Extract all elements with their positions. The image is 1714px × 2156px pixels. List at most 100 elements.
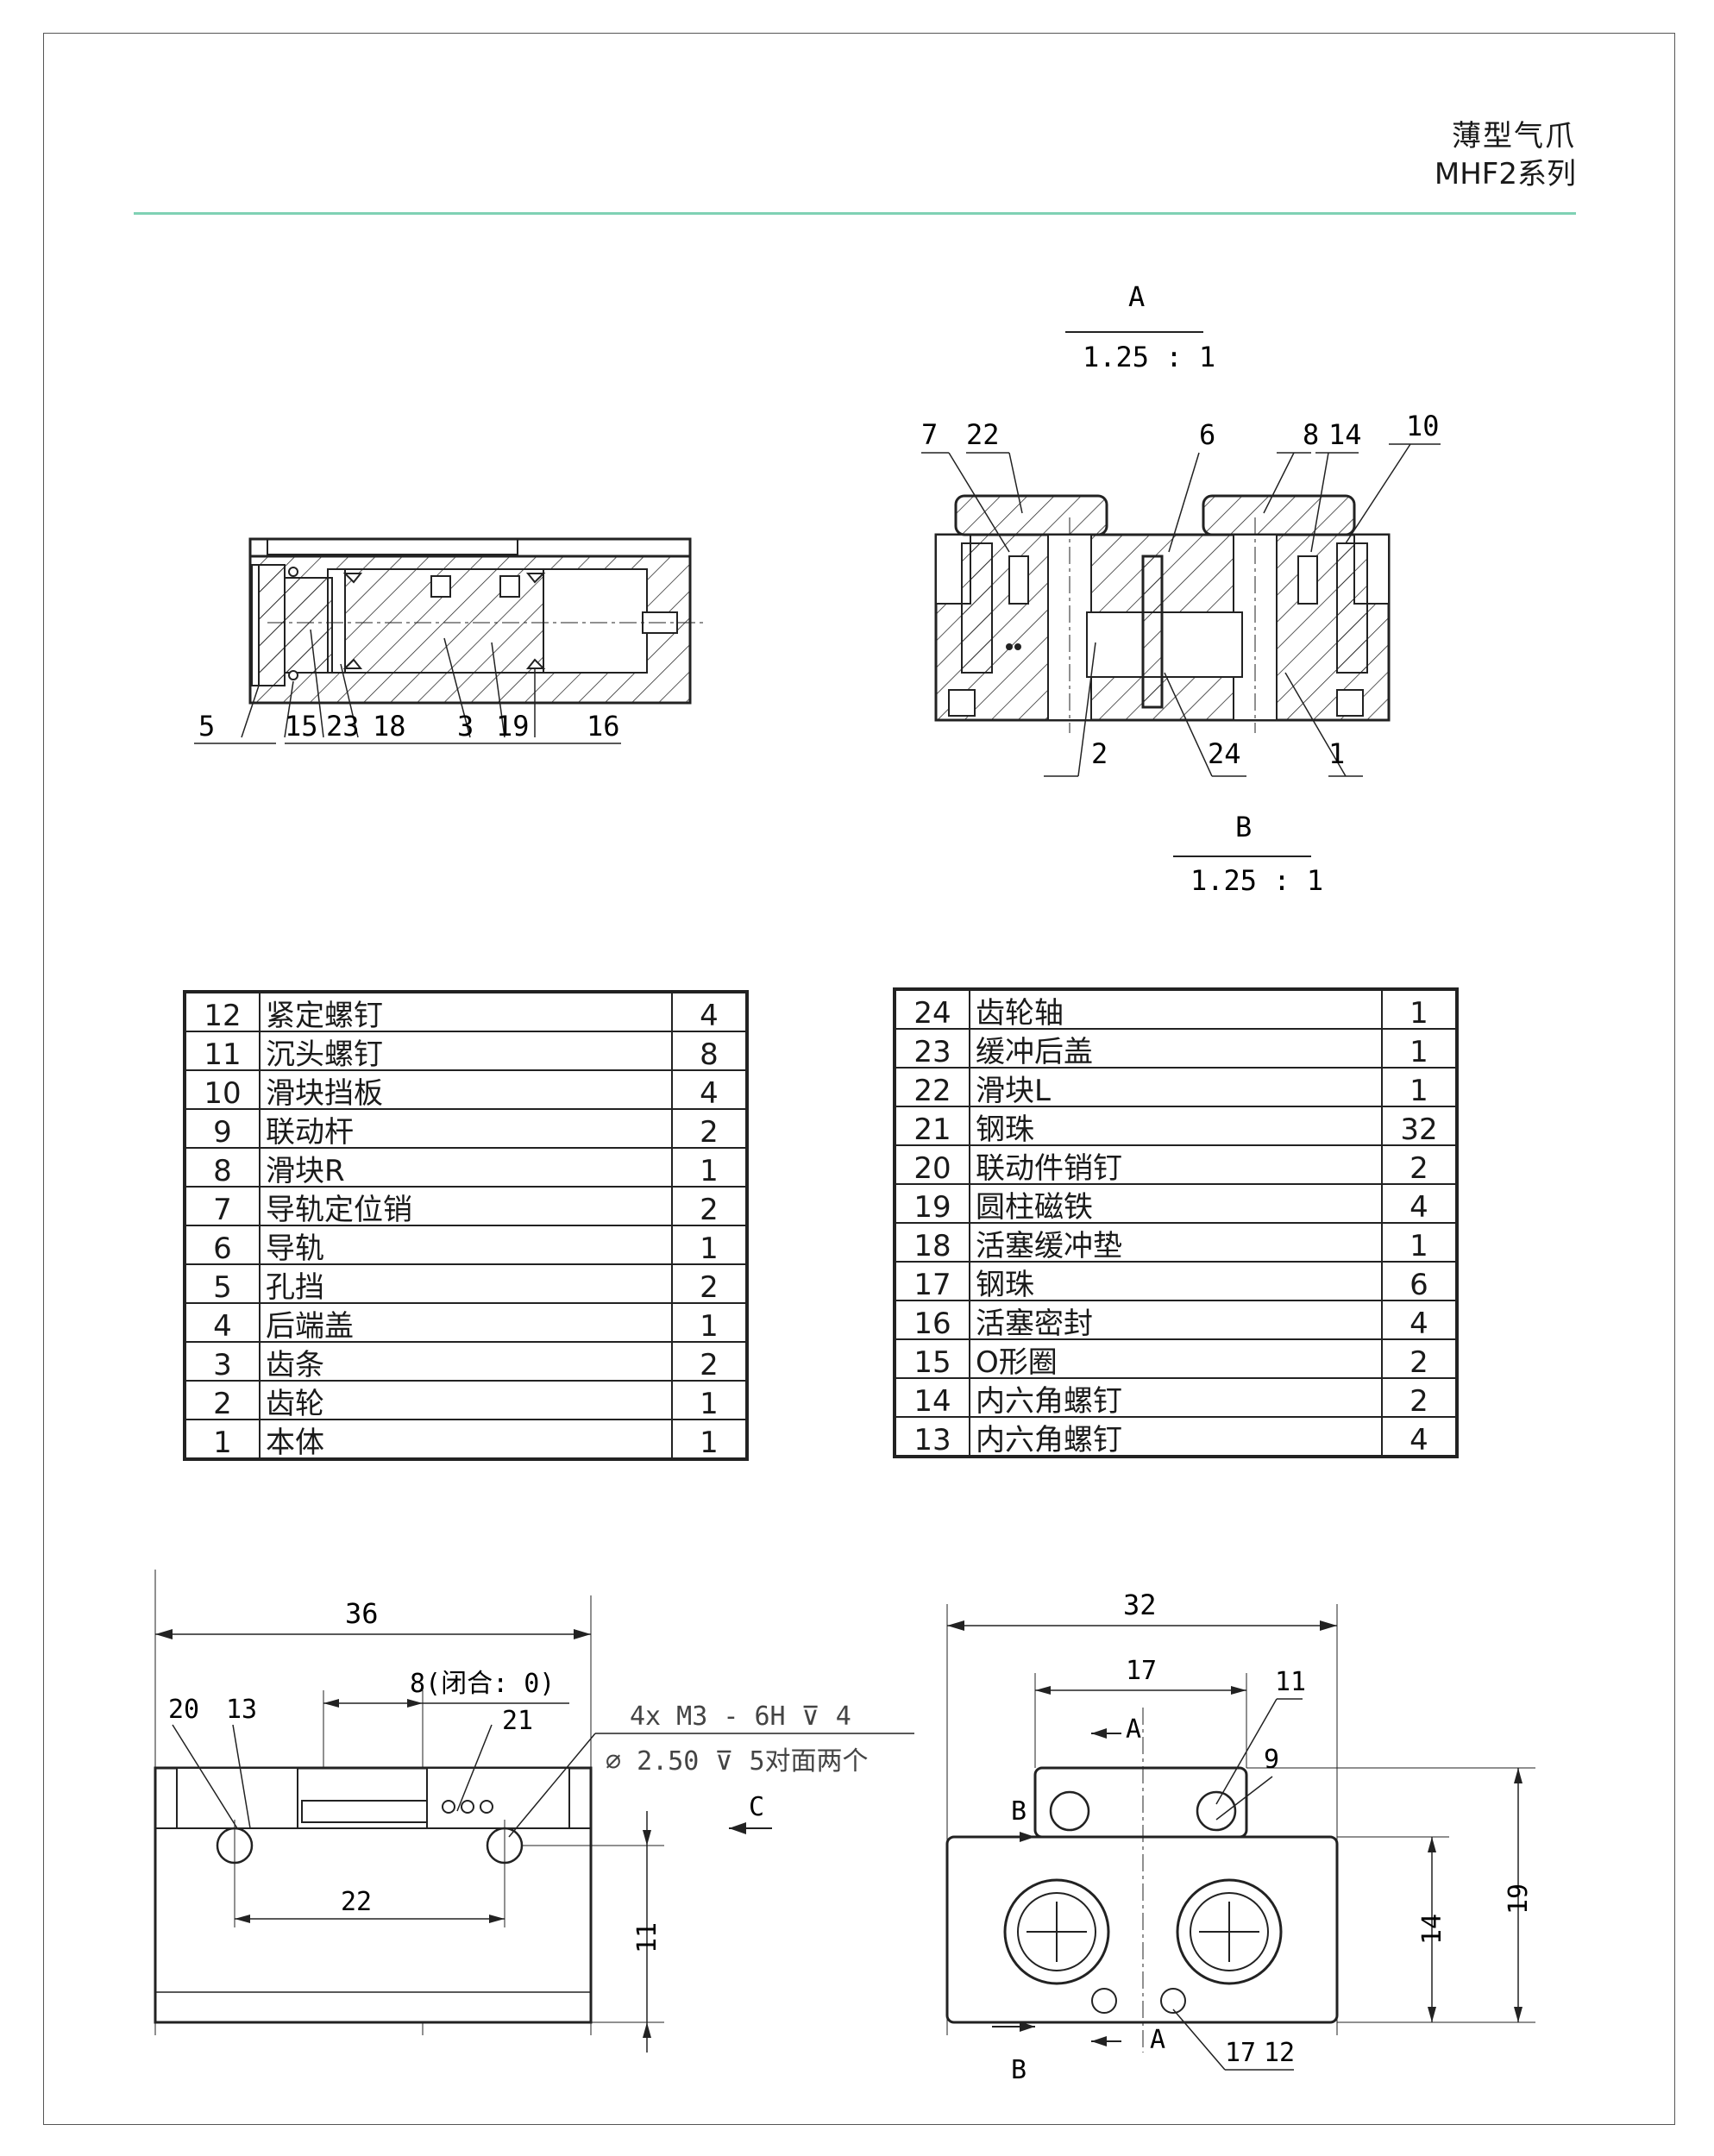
bom-part-qty: 2 [671, 1108, 748, 1149]
dim-total-width: 36 [345, 1597, 379, 1630]
bom-part-name: 本体 [259, 1419, 673, 1460]
bom-part-no: 14 [894, 1377, 970, 1418]
bom-part-name: 钢珠 [969, 1106, 1383, 1146]
callout-label: 12 [1264, 2038, 1295, 2068]
callout-label: 11 [1275, 1667, 1306, 1697]
section-a-label-bottom: A [1150, 2025, 1165, 2055]
callout-label: 15 [285, 710, 318, 743]
bom-part-name: 滑块R [259, 1147, 673, 1188]
bom-part-name: 活塞密封 [969, 1300, 1383, 1340]
bom-part-no: 9 [184, 1108, 261, 1149]
bom-part-qty: 1 [671, 1225, 748, 1265]
bom-part-no: 18 [894, 1222, 970, 1263]
dim-side-total: 32 [1123, 1589, 1157, 1621]
page-frame [43, 33, 1675, 2125]
side-view: 32 17 14 19 A B A B 11 9 17 12 [945, 1589, 1535, 2085]
section-a-label-top: A [1126, 1714, 1141, 1745]
bom-part-qty: 1 [1381, 988, 1458, 1030]
bom-part-qty: 1 [671, 1302, 748, 1343]
view-b-letter: B [1235, 811, 1252, 843]
bom-part-qty: 2 [671, 1341, 748, 1382]
callout-label: 1 [1328, 737, 1345, 770]
callout-label: 17 [1225, 2038, 1256, 2068]
bom-part-qty: 2 [1381, 1144, 1458, 1185]
callout-label: 24 [1208, 737, 1241, 770]
bom-part-qty: 6 [1381, 1261, 1458, 1301]
bom-part-name: 钢珠 [969, 1261, 1383, 1301]
bom-part-no: 22 [894, 1067, 970, 1107]
front-view: 36 8(闭合: 0) 22 11 20 13 21 4x M3 - 6H ⊽ … [154, 1570, 914, 2053]
callout-label: 22 [966, 418, 1000, 451]
bom-part-no: 17 [894, 1261, 970, 1301]
bom-part-no: 6 [184, 1225, 261, 1265]
bom-part-no: 10 [184, 1069, 261, 1110]
bom-part-no: 4 [184, 1302, 261, 1343]
callout-label: 8 [1303, 418, 1319, 451]
bom-part-no: 23 [894, 1028, 970, 1069]
bom-part-qty: 1 [1381, 1028, 1458, 1069]
dim-side-h2: 19 [1504, 1883, 1534, 1915]
bom-part-qty: 4 [671, 1069, 748, 1110]
bom-part-qty: 4 [1381, 1300, 1458, 1340]
section-b-label-bottom: B [1011, 2055, 1027, 2085]
bom-part-qty: 8 [671, 1031, 748, 1071]
bom-part-name: 导轨定位销 [259, 1186, 673, 1226]
thread-note-2: ⌀ 2.50 ⊽ 5对面两个 [606, 1746, 869, 1777]
bom-part-no: 8 [184, 1147, 261, 1188]
bom-part-no: 19 [894, 1183, 970, 1224]
bom-part-qty: 2 [1381, 1338, 1458, 1379]
bom-part-name: 滑块L [969, 1067, 1383, 1107]
bom-part-no: 11 [184, 1031, 261, 1071]
bom-part-no: 2 [184, 1380, 261, 1420]
bom-part-name: 联动杆 [259, 1108, 673, 1149]
bom-part-name: 内六角螺钉 [969, 1416, 1383, 1457]
bom-part-name: 内六角螺钉 [969, 1377, 1383, 1418]
bom-part-no: 7 [184, 1186, 261, 1226]
view-arrow-c: C [749, 1792, 764, 1822]
bom-part-qty: 2 [1381, 1377, 1458, 1418]
bom-part-qty: 1 [671, 1380, 748, 1420]
callout-label: 18 [373, 710, 406, 743]
callout-label: 3 [457, 710, 474, 743]
dim-stroke: 8(闭合: 0) [410, 1669, 555, 1699]
bom-part-name: 缓冲后盖 [969, 1028, 1383, 1069]
bom-part-qty: 1 [1381, 1222, 1458, 1263]
product-title: 薄型气爪 [1452, 119, 1576, 154]
bom-part-qty: 1 [671, 1419, 748, 1460]
view-b-scale: 1.25 : 1 [1190, 864, 1323, 897]
bom-part-name: 齿轮 [259, 1380, 673, 1420]
bom-part-no: 15 [894, 1338, 970, 1379]
header-rule [134, 212, 1576, 215]
bom-part-qty: 2 [671, 1186, 748, 1226]
bom-part-name: 圆柱磁铁 [969, 1183, 1383, 1224]
page-header: 薄型气爪 MHF2系列 [1435, 117, 1576, 193]
bom-part-name: 紧定螺钉 [259, 991, 673, 1032]
callout-label: 7 [921, 418, 938, 451]
bom-part-no: 24 [894, 988, 970, 1030]
bom-part-name: 齿轮轴 [969, 988, 1383, 1030]
view-a-scale: 1.25 : 1 [1083, 341, 1215, 373]
series-name: MHF2系列 [1434, 157, 1576, 191]
dim-side-inner: 17 [1126, 1656, 1157, 1686]
